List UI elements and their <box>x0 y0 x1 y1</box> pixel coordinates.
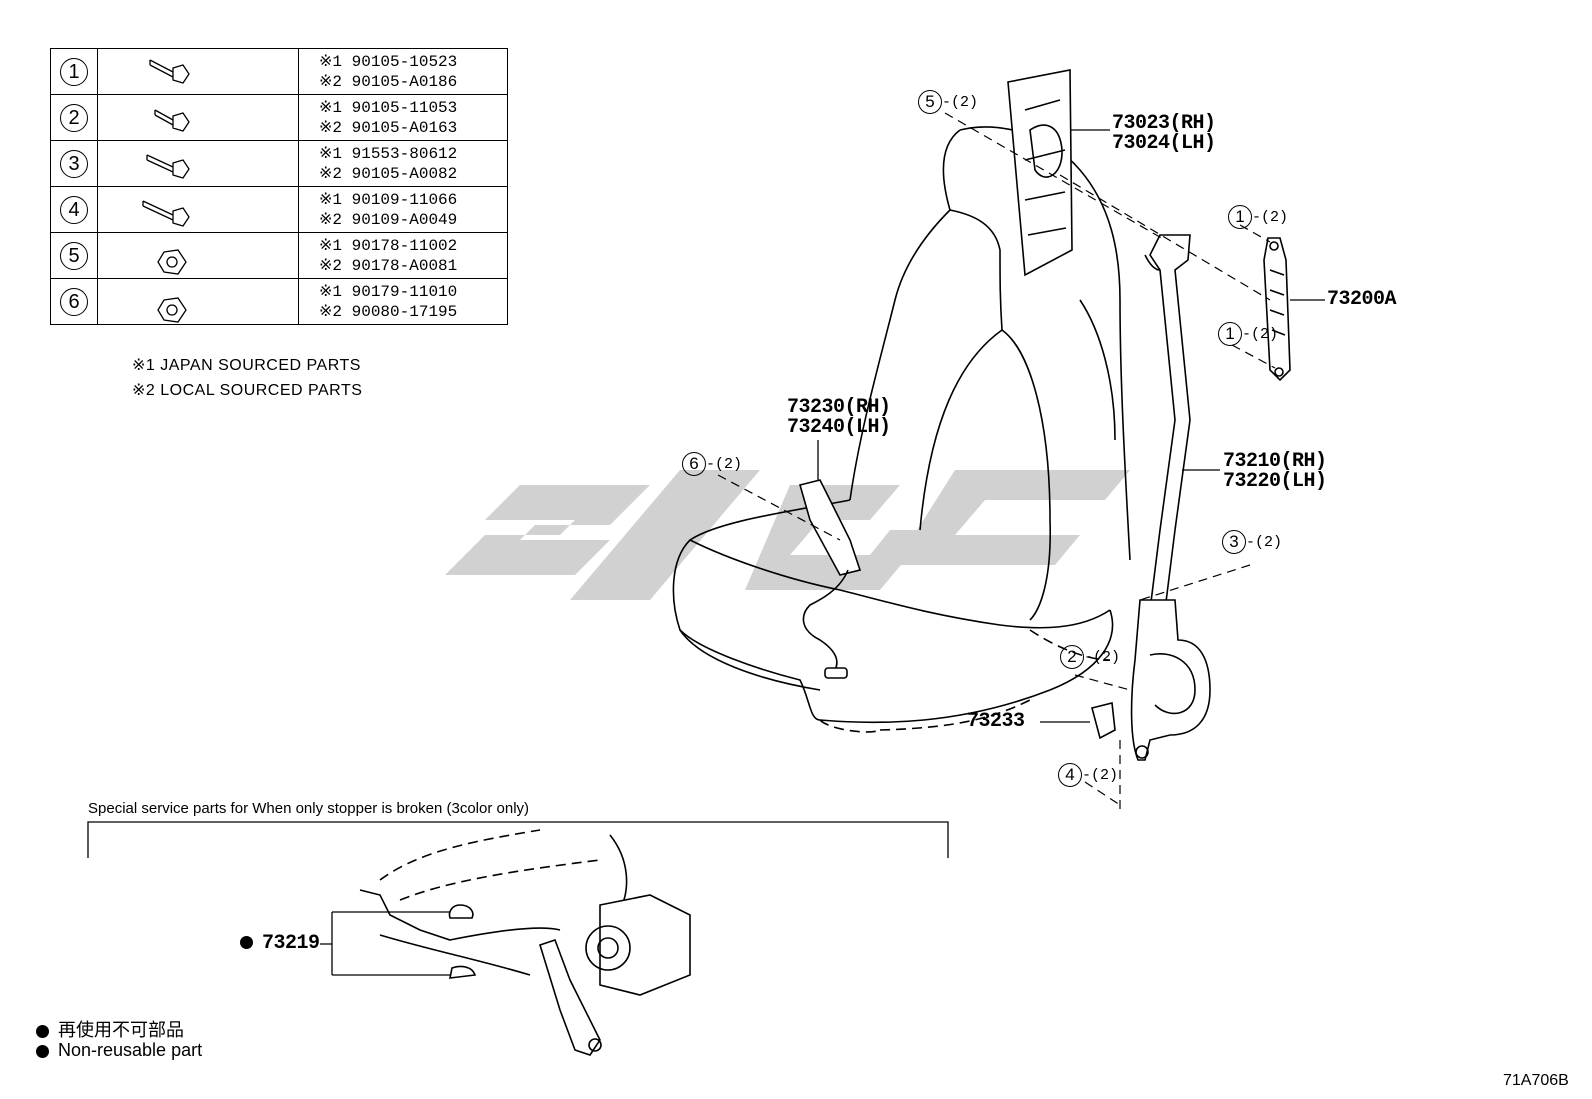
diagram-code: 71A706B <box>1503 1072 1569 1089</box>
seat-belt-73210 <box>1130 234 1211 761</box>
table-row: 2 ※1 90105-11053 ※2 90105-A0163 <box>50 94 508 141</box>
callout-1-lower: 1-(2) <box>1218 322 1278 346</box>
callout-6: 6-(2) <box>682 452 742 476</box>
legend-text: Non-reusable part <box>58 1040 203 1060</box>
fastener-table: 1 ※1 90105-10523 ※2 90105-A0186 2 ※1 9010… <box>50 48 508 325</box>
leader-lines <box>320 129 1325 976</box>
service-frame <box>87 821 949 858</box>
non-reusable-dot-icon <box>36 1024 49 1038</box>
callout-number: 1 <box>1228 205 1252 229</box>
nut-icon <box>97 278 299 325</box>
table-row: 1 ※1 90105-10523 ※2 90105-A0186 <box>50 48 508 95</box>
callout-1-upper: 1-(2) <box>1228 205 1288 229</box>
callout-qty: -(2) <box>706 456 743 474</box>
bolt-icon <box>97 140 299 187</box>
part-number: 90080-17195 <box>351 302 458 321</box>
service-parts-title: Special service parts for When only stop… <box>88 800 530 817</box>
callout-number: 4 <box>60 195 88 224</box>
part-label-73220: 73220(LH) <box>1223 470 1327 493</box>
part-label-73219: 73219 <box>240 934 320 954</box>
callout-qty: -(2) <box>1242 326 1279 344</box>
mark-1: ※1 <box>319 98 343 117</box>
table-row: 5 ※1 90178-11002 ※2 90178-A0081 <box>50 232 508 279</box>
callout-qty: -(2) <box>1084 649 1121 667</box>
part-number: 90105-A0186 <box>351 72 458 91</box>
non-reusable-dot-icon <box>36 1044 49 1058</box>
mark-1: ※1 <box>319 190 343 209</box>
mark-2: ※2 <box>319 118 343 137</box>
bolt-icon <box>97 48 299 95</box>
callout-number: 1 <box>1218 322 1242 346</box>
callout-number: 6 <box>682 452 706 476</box>
legend-jp: 再使用不可部品 <box>36 1016 184 1042</box>
cover-73233 <box>1091 702 1116 740</box>
watermark-logo <box>445 470 1130 600</box>
part-label-73233: 73233 <box>967 710 1025 733</box>
mark-1: ※1 <box>319 282 343 301</box>
bolt-icon <box>97 186 299 233</box>
part-label-73023: 73023(RH) <box>1112 112 1216 135</box>
callout-number: 3 <box>60 149 88 178</box>
buckle-73230 <box>799 479 862 679</box>
pillar-garnish-73023 <box>1007 69 1073 277</box>
callout-5: 5-(2) <box>918 90 978 114</box>
part-number: 90178-A0081 <box>351 256 458 275</box>
callout-qty: -(2) <box>1252 209 1289 227</box>
part-label-73240: 73240(LH) <box>787 416 891 439</box>
callout-4: 4-(2) <box>1058 763 1118 787</box>
callout-number: 6 <box>60 287 88 316</box>
callout-number: 1 <box>60 57 88 86</box>
part-label-73230: 73230(RH) <box>787 396 891 419</box>
note-japan-sourced: ※1 JAPAN SOURCED PARTS <box>132 357 361 374</box>
part-number: 90105-A0163 <box>351 118 458 137</box>
anchor-adjuster-73200A <box>1263 237 1291 382</box>
non-reusable-dot-icon <box>240 936 253 950</box>
mark-2: ※2 <box>319 256 343 275</box>
mark-2: ※2 <box>319 210 343 229</box>
part-number: 90105-11053 <box>351 98 458 117</box>
part-label-73210: 73210(RH) <box>1223 450 1327 473</box>
callout-qty: -(2) <box>1246 534 1283 552</box>
callout-qty: -(2) <box>1082 767 1119 785</box>
callout-number: 5 <box>60 241 88 270</box>
part-label-73024: 73024(LH) <box>1112 132 1216 155</box>
callout-2: 2-(2) <box>1060 645 1120 669</box>
nut-icon <box>97 232 299 279</box>
dashed-leaders <box>717 112 1276 810</box>
callout-3: 3-(2) <box>1222 530 1282 554</box>
part-number: 91553-80612 <box>351 144 458 163</box>
mark-1: ※1 <box>319 236 343 255</box>
mark-1: ※1 <box>319 144 343 163</box>
legend-text: 再使用不可部品 <box>58 1020 184 1040</box>
stopper-detail-drawing <box>359 829 691 1056</box>
table-row: 4 ※1 90109-11066 ※2 90109-A0049 <box>50 186 508 233</box>
callout-number: 3 <box>1222 530 1246 554</box>
note-local-sourced: ※2 LOCAL SOURCED PARTS <box>132 382 363 399</box>
callout-number: 2 <box>60 103 88 132</box>
callout-qty: -(2) <box>942 94 979 112</box>
callout-number: 5 <box>918 90 942 114</box>
bolt-icon <box>97 94 299 141</box>
part-number: 90109-11066 <box>351 190 458 209</box>
part-number: 90105-A0082 <box>351 164 458 183</box>
legend-en: Non-reusable part <box>36 1040 202 1061</box>
callout-number: 2 <box>1060 645 1084 669</box>
mark-2: ※2 <box>319 302 343 321</box>
table-row: 6 ※1 90179-11010 ※2 90080-17195 <box>50 278 508 325</box>
part-number: 90105-10523 <box>351 52 458 71</box>
mark-2: ※2 <box>319 164 343 183</box>
part-number: 90109-A0049 <box>351 210 458 229</box>
mark-1: ※1 <box>319 52 343 71</box>
mark-2: ※2 <box>319 72 343 91</box>
part-label-73200A: 73200A <box>1327 288 1397 311</box>
part-number: 90178-11002 <box>351 236 458 255</box>
part-number: 90179-11010 <box>351 282 458 301</box>
part-number: 73219 <box>262 932 320 955</box>
callout-number: 4 <box>1058 763 1082 787</box>
table-row: 3 ※1 91553-80612 ※2 90105-A0082 <box>50 140 508 187</box>
